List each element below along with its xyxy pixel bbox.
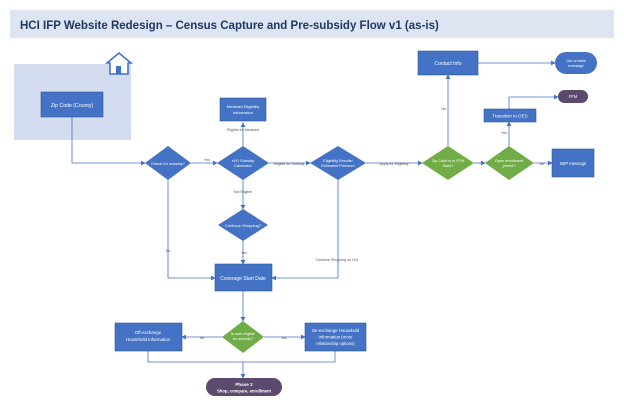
out-of-state-terminal [555, 52, 597, 74]
edge-label-continue-hci: Continue Shopping on HCI [316, 258, 359, 262]
on-exchange-line2: Information (more [319, 335, 354, 340]
eligibility-results-line1: Eligibility Results/ [323, 159, 353, 163]
edge-label-apply-eligibility: Apply for Eligibility [379, 162, 408, 166]
sep-message-box [551, 148, 595, 178]
zip-code-label: Zip Code (County) [51, 103, 94, 109]
user-eligible-line2: for subsidy? [233, 337, 253, 341]
medicaid-info-line1: Medicaid Eligibility [227, 104, 260, 109]
contact-info-label: Contact Info [435, 61, 462, 67]
edge-label-no-oe: No [540, 162, 545, 166]
off-exchange-line2: Household Information [126, 337, 171, 342]
ho-calculator-line1: H/O Subsidy [232, 158, 254, 163]
phase2-line1: Phase 2 [235, 382, 253, 387]
connectors [71, 60, 559, 379]
on-exchange-line1: On-exchange Household [312, 328, 360, 333]
edge-label-no-eligible: No [200, 336, 205, 340]
ffm-label: FFM [569, 94, 578, 99]
transition-oes-box [483, 108, 537, 123]
ffm-terminal [558, 90, 588, 103]
ho-calculator-decision [217, 146, 269, 180]
coverage-start-box [214, 263, 273, 292]
title-banner [10, 10, 614, 38]
house-icon [104, 51, 134, 75]
open-enrollment-line2: period? [503, 164, 516, 168]
out-of-state-line2: message [568, 64, 583, 68]
edge-label-eligible-subsidy: Eligible for Subsidy [274, 162, 305, 166]
edge-label-yes-check: Yes [204, 158, 210, 162]
edge-label-eligible-medicaid: Eligible for Medicaid [227, 128, 259, 132]
off-exchange-box [114, 322, 183, 352]
edge-label-yes-oe: Yes [501, 131, 507, 135]
user-eligible-decision [222, 321, 264, 353]
page-title: HCI IFP Website Redesign – Census Captur… [20, 20, 439, 32]
off-exchange-line1: Off-exchange [135, 330, 162, 335]
phase2-terminal [206, 378, 282, 396]
zip-ffm-line1: Zip Code is in FFM [432, 159, 464, 163]
continue-shopping-label: Continue Shopping? [225, 223, 262, 228]
edge-label-yes-eligible: Yes [281, 336, 287, 340]
sep-message-label: SEP message [560, 161, 587, 166]
zip-ffm-line2: State? [443, 164, 454, 168]
coverage-start-label: Coverage Start Date [220, 276, 266, 282]
medicaid-info-line2: Information [233, 110, 253, 115]
contact-info-box [417, 50, 479, 76]
out-of-state-line1: Out of state [566, 59, 586, 63]
zip-ffm-decision [422, 146, 474, 180]
edge-label-no-ffm: No [441, 107, 446, 111]
edge-label-no-check: No [166, 249, 171, 253]
ho-calculator-line2: Calculator [234, 163, 253, 168]
edge-label-not-eligible: Not Eligible [234, 190, 252, 194]
check-subsidy-label: Check for subsidy? [151, 161, 186, 166]
eligibility-results-decision [310, 146, 366, 180]
open-enrollment-decision [485, 146, 534, 180]
user-eligible-line1: Is user eligible [231, 332, 255, 336]
eligibility-results-line2: Estimated Premium [321, 164, 354, 168]
medicaid-info-box [219, 97, 267, 122]
check-subsidy-decision [145, 146, 191, 180]
open-enrollment-line1: Open enrollment [495, 159, 524, 163]
continue-shopping-decision [218, 209, 268, 241]
edge-label-yes-continue: Yes [241, 251, 247, 255]
on-exchange-box [304, 322, 367, 352]
edge-labels: Yes Eligible for Medicaid Eligible for S… [166, 107, 545, 340]
transition-oes-label: Transition to OES [492, 114, 527, 119]
on-exchange-line3: relationship options) [316, 341, 355, 346]
phase2-line2: Shop, compare, enrollment [217, 389, 272, 394]
